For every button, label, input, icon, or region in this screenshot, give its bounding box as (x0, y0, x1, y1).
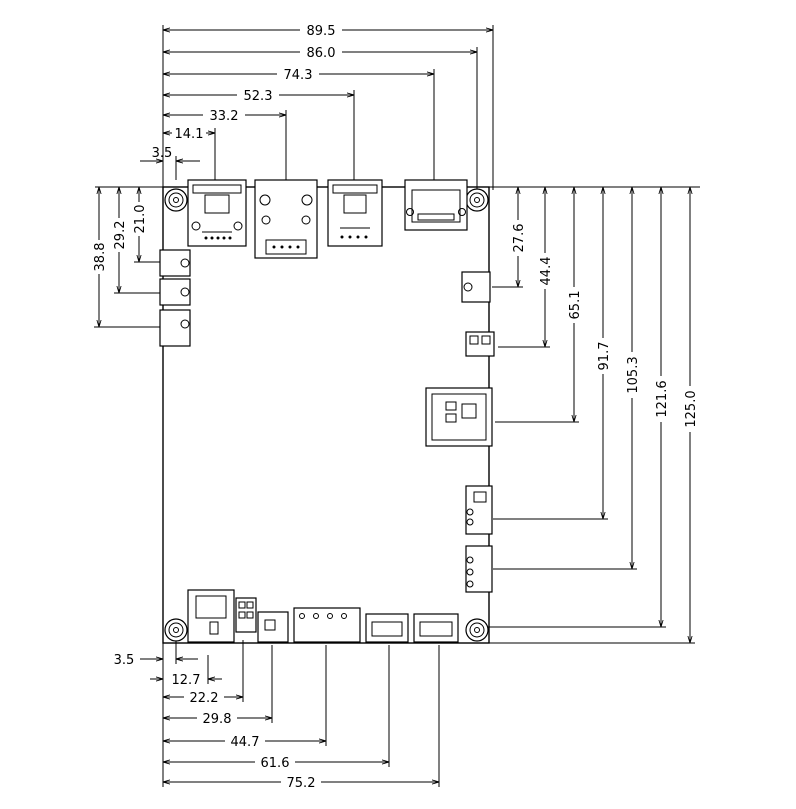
connector-top-hdmi (404, 179, 468, 231)
dim-label: 14.1 (175, 127, 204, 142)
dim-label: 74.3 (284, 68, 313, 83)
dim-label: 86.0 (307, 46, 336, 61)
mounting-hole-bottom-left (164, 618, 188, 642)
dim-label: 61.6 (261, 756, 290, 771)
dim-label: 3.5 (152, 146, 173, 161)
dim-label: 125.0 (684, 390, 699, 427)
dim-label: 89.5 (307, 24, 336, 39)
dim-label: 44.7 (231, 735, 260, 750)
top-dimensions: 89.5 86.0 74.3 52.3 33.2 14.1 3.5 (140, 22, 494, 190)
mounting-hole-top-right (465, 188, 489, 212)
dim-label: 38.8 (93, 243, 108, 272)
dim-label: 75.2 (287, 776, 316, 791)
connector-right-header-1 (465, 485, 493, 535)
dim-label: 27.6 (512, 224, 527, 253)
connector-right-small (461, 271, 491, 303)
connector-left-3 (159, 309, 191, 347)
mounting-hole-bottom-right (465, 618, 489, 642)
connector-left-1 (159, 249, 191, 277)
dim-label: 22.2 (190, 691, 219, 706)
connector-bottom-jumper (235, 597, 257, 633)
dim-label: 52.3 (244, 89, 273, 104)
connector-bottom-power (187, 589, 235, 643)
connector-bottom-header-1 (365, 613, 409, 643)
connector-bottom-2pin (257, 611, 289, 643)
connector-top-usb-stack (187, 179, 247, 247)
dim-label: 29.8 (203, 712, 232, 727)
mounting-hole-top-left (164, 188, 188, 212)
connector-bottom-4pin (293, 607, 361, 643)
dim-label: 44.4 (539, 257, 554, 286)
dim-label: 12.7 (172, 673, 201, 688)
connector-left-2 (159, 278, 191, 306)
sd-card-slot (425, 387, 493, 447)
dim-label: 3.5 (114, 653, 135, 668)
right-dimensions: 27.6 44.4 65.1 91.7 105.3 121.6 125.0 (486, 187, 699, 644)
bottom-dimensions: 3.5 12.7 22.2 29.8 44.7 61.6 75.2 (114, 640, 440, 791)
connector-right-header-2 (465, 545, 493, 593)
connector-top-usb (327, 179, 383, 247)
dim-label: 91.7 (597, 342, 612, 371)
left-dimensions: 21.0 29.2 38.8 (91, 187, 163, 328)
connector-top-rj45 (254, 179, 318, 259)
dim-label: 65.1 (568, 291, 583, 320)
dim-label: 121.6 (655, 380, 670, 417)
dim-label: 105.3 (626, 356, 641, 393)
dim-label: 29.2 (113, 221, 128, 250)
connector-bottom-header-2 (413, 613, 459, 643)
dim-label: 21.0 (133, 205, 148, 234)
dim-label: 33.2 (210, 109, 239, 124)
connector-right-terminal (465, 331, 495, 357)
